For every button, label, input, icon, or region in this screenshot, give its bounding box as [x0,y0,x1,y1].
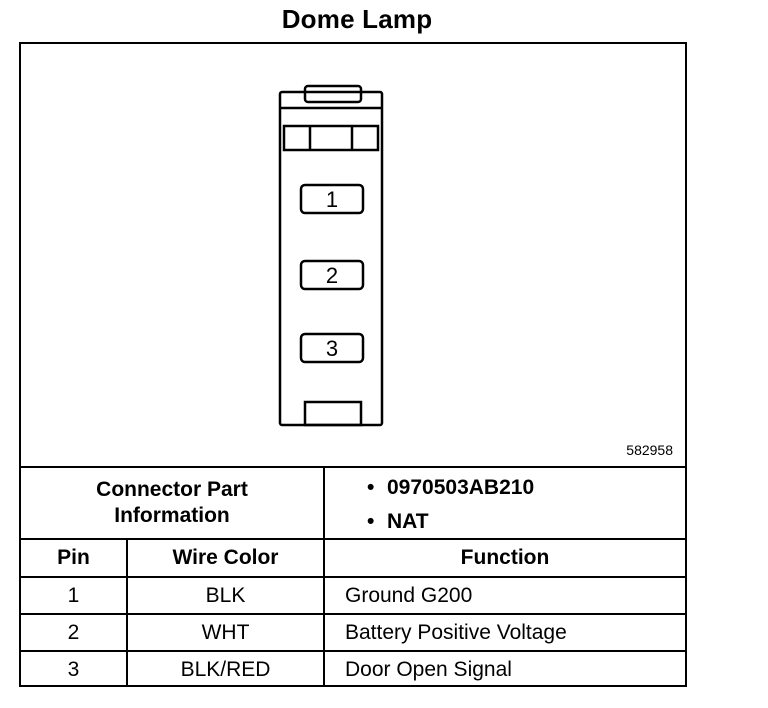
divider-line [323,468,325,687]
row-1-function: Ground G200 [345,583,473,607]
part-color-item: • NAT [367,510,429,534]
part-number-item: • 0970503AB210 [367,476,534,500]
row-1-wire-color: BLK [205,583,246,607]
row-2-wire-color: WHT [201,620,250,644]
divider-line [21,650,685,652]
divider-line [21,613,685,615]
connector-top-latch [303,84,363,104]
connector-table-frame: 1 2 3 582958 Connector Part Information … [19,42,687,687]
pin-cavity-3 [299,332,365,364]
part-color: NAT [387,510,429,533]
pin-cavity-1 [299,183,365,215]
figure-reference-number: 582958 [626,442,673,458]
row-1-pin: 1 [67,583,80,607]
connector-body [278,90,384,427]
header-wire-color: Wire Color [172,546,279,569]
row-2-function: Battery Positive Voltage [345,620,567,644]
pin-label-1: 1 [326,187,338,212]
divider-line [21,576,685,578]
row-2-pin: 2 [67,620,80,644]
bullet-icon: • [367,510,375,533]
connector-diagram: 1 2 3 582958 [21,44,685,468]
connector-top-strip [282,124,380,152]
divider-line [21,538,685,540]
header-pin: Pin [57,546,90,569]
divider-line [21,466,685,468]
pin-cavity-2 [299,259,365,291]
pin-label-2: 2 [326,263,338,288]
header-function: Function [460,546,550,569]
row-3-wire-color: BLK/RED [180,657,271,681]
bullet-icon: • [367,476,375,499]
part-info-label-line1: Connector Part [96,478,248,501]
part-info-label-line2: Information [114,504,230,527]
row-3-pin: 3 [67,657,80,681]
part-number: 0970503AB210 [387,476,535,499]
part-info-label: Connector Part Information [21,468,323,538]
connector-bottom-tab [303,400,363,427]
page-title: Dome Lamp [281,4,433,34]
pin-label-3: 3 [326,336,338,361]
connector-face-svg: 1 2 3 [278,84,384,427]
part-info-values: • 0970503AB210 • NAT [327,468,685,540]
divider-line [126,540,128,687]
row-3-function: Door Open Signal [345,657,512,681]
